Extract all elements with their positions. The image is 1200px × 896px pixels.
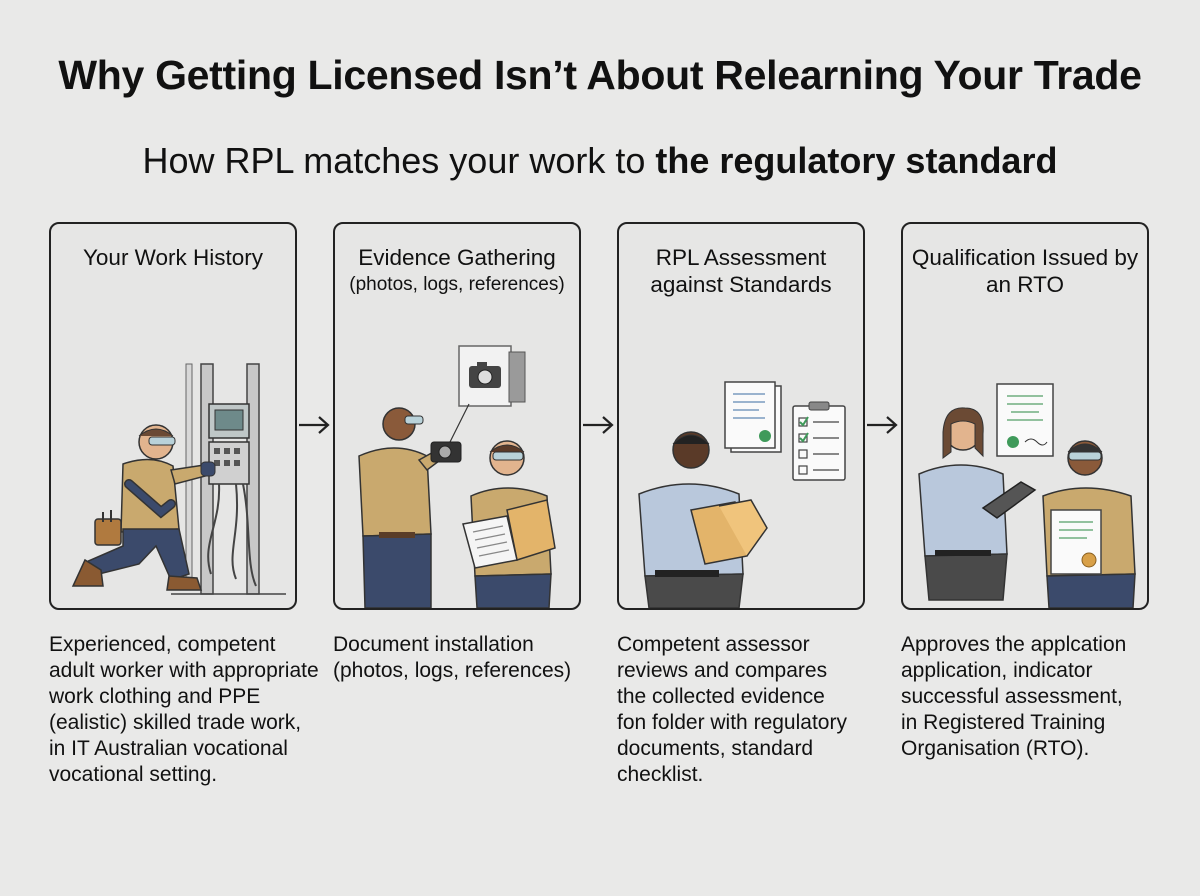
step-card-qualification-issued: Qualification Issued by an RTO (901, 222, 1149, 610)
step-subtitle: (photos, logs, references) (349, 274, 565, 295)
electrician-illustration (71, 363, 286, 595)
assessor-illustration (638, 381, 846, 608)
page-subtitle: How RPL matches your work to the regulat… (0, 140, 1200, 182)
step-description-rpl-assessment: Competent assessor reviews and compares … (617, 633, 847, 786)
step-title: RPL Assessment against Standards (650, 245, 832, 297)
arrow-right-icon (583, 416, 614, 434)
subtitle-emphasis: the regulatory standard (655, 140, 1058, 181)
step-description-evidence-gathering: Document installation (photos, logs, ref… (333, 633, 572, 682)
step-description-qualification-issued: Approves the applcation application, ind… (901, 633, 1127, 760)
step-heading-work-history: Your Work History (51, 244, 295, 271)
arrow-right-icon (299, 416, 330, 434)
step-card-rpl-assessment: RPL Assessment against Standards (617, 222, 865, 610)
step-heading-qualification-issued: Qualification Issued by an RTO (903, 244, 1147, 298)
rto-illustration (918, 383, 1136, 608)
step-heading-evidence-gathering: Evidence Gathering (photos, logs, refere… (335, 244, 579, 298)
step-title: Evidence Gathering (358, 245, 556, 270)
step-heading-rpl-assessment: RPL Assessment against Standards (619, 244, 863, 298)
document-icon (724, 381, 782, 453)
certificate-icon (996, 383, 1054, 457)
step-title: Your Work History (82, 245, 264, 270)
evidence-illustration (358, 345, 556, 608)
step-card-evidence-gathering: Evidence Gathering (photos, logs, refere… (333, 222, 581, 610)
page-title: Why Getting Licensed Isn’t About Relearn… (58, 52, 1142, 98)
step-card-work-history: Your Work History (49, 222, 297, 610)
tablet-icon (981, 481, 1037, 519)
checklist-icon (792, 401, 846, 481)
arrow-right-icon (867, 416, 898, 434)
step-title: Qualification Issued by an RTO (911, 245, 1139, 297)
camera-icon (469, 362, 501, 388)
step-description-work-history: Experienced, competent adult worker with… (49, 633, 319, 786)
subtitle-prefix: How RPL matches your work to (142, 140, 656, 181)
